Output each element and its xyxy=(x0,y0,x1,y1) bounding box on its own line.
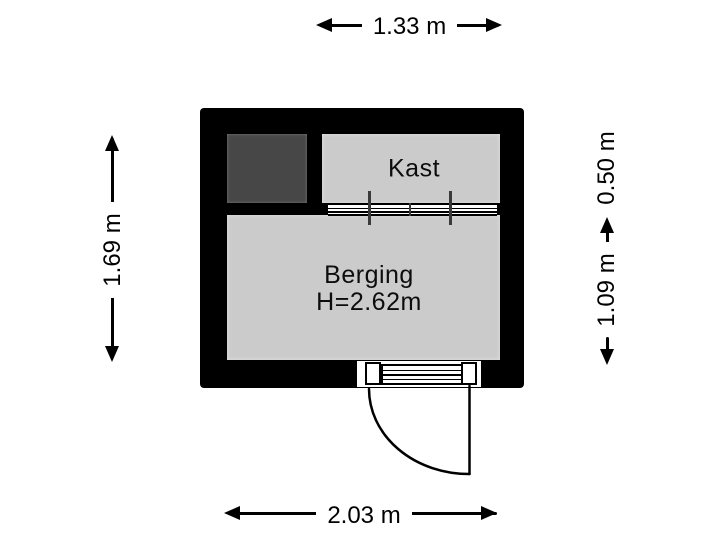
arrow-right-icon xyxy=(481,506,497,520)
fixture-dark-square xyxy=(227,134,307,203)
room-kast-label: Kast xyxy=(387,154,441,183)
sliding-door xyxy=(328,203,497,216)
door-swing-arc xyxy=(367,387,471,476)
arrow-left-icon xyxy=(224,506,240,520)
door-threshold-line xyxy=(383,369,462,371)
dim-bottom-label: 2.03 m xyxy=(316,500,412,532)
dim-right-lower-label: 1.09 m xyxy=(591,242,623,338)
sliding-door-tick xyxy=(448,191,452,225)
sliding-door-tick xyxy=(408,203,411,216)
sliding-door-track-line xyxy=(328,207,497,209)
room-berging-name: Berging xyxy=(324,261,414,289)
dim-right-upper-label: 0.50 m xyxy=(591,120,623,216)
dim-left-label: 1.69 m xyxy=(97,202,129,298)
room-kast xyxy=(322,134,500,203)
door-post-right xyxy=(461,362,477,385)
door-threshold xyxy=(381,364,464,385)
arrow-down-icon xyxy=(600,349,614,365)
door-post-left xyxy=(365,362,381,385)
door-threshold-line xyxy=(383,378,462,380)
dim-top-label: 1.33 m xyxy=(362,10,457,43)
sliding-door-tick xyxy=(367,191,371,225)
arrow-up-icon xyxy=(105,135,119,151)
room-berging-label: Berging H=2.62m xyxy=(316,262,422,316)
sliding-door-track-line xyxy=(328,211,497,213)
arrow-up-icon xyxy=(600,217,614,233)
room-berging xyxy=(227,215,500,360)
door-threshold-line xyxy=(383,374,462,376)
room-berging-height: H=2.62m xyxy=(316,288,422,316)
dim-right-lower-line xyxy=(605,337,609,351)
arrow-right-icon xyxy=(486,18,502,32)
arrow-down-icon xyxy=(105,346,119,362)
dim-right-upper-line xyxy=(605,230,609,244)
arrow-left-icon xyxy=(316,18,332,32)
